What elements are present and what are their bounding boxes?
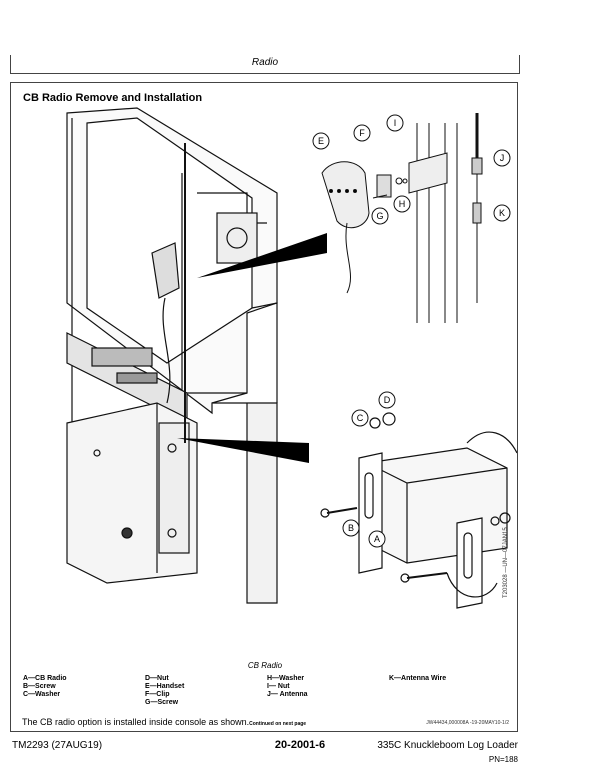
svg-text:E: E (318, 136, 324, 146)
figure-id-code: T203028 —UN—07JAN15 (503, 527, 509, 598)
legend-item: A—CB Radio (23, 675, 67, 682)
footer-manual-id: TM2293 (27AUG19) (12, 740, 103, 751)
svg-text:G: G (376, 211, 383, 221)
section-title: CB Radio Remove and Installation (23, 92, 203, 104)
legend-item: K—Antenna Wire (389, 675, 447, 682)
svg-text:K: K (499, 208, 505, 218)
header-title: Radio (251, 57, 279, 68)
cb-radio-detail (320, 412, 517, 609)
callout-f: F (353, 124, 371, 142)
svg-text:H: H (399, 199, 406, 209)
callout-a: A (368, 530, 386, 548)
footer-machine-name: 335C Knuckleboom Log Loader (377, 740, 518, 751)
legend-col-4: K—Antenna Wire (389, 675, 446, 683)
cb-radio-illustration: E F I J K G H C D B A (66, 107, 517, 609)
callout-d: D (378, 391, 396, 409)
svg-text:D: D (384, 395, 391, 405)
svg-text:J: J (500, 153, 505, 163)
callout-e: E (312, 132, 330, 150)
body-paragraph: The CB radio option is installed inside … (22, 717, 306, 727)
legend-item: F—Clip (145, 691, 170, 698)
callout-b: B (342, 519, 360, 537)
reference-code: JW44434,000008A -19-20MAY10-1/2 (426, 720, 509, 726)
continued-note: Continued on next page (249, 721, 307, 727)
legend-item: J— Antenna (267, 691, 308, 698)
body-text: The CB radio option is installed inside … (22, 717, 250, 727)
pointer-wedge-lower (177, 438, 309, 463)
handset-detail (321, 161, 408, 294)
legend-item: C—Washer (23, 691, 61, 698)
callout-g: G (371, 207, 389, 225)
callout-i: I (386, 114, 404, 132)
legend-item: E—Handset (145, 683, 185, 690)
pointer-wedge-upper (197, 233, 327, 278)
legend-item: I— Nut (267, 683, 290, 690)
figure-caption: CB Radio (247, 661, 283, 670)
legend-item: H—Washer (267, 675, 305, 682)
header-bar: Radio (10, 55, 520, 74)
content-frame: CB Radio Remove and Installation (10, 82, 518, 732)
legend-col-2: D—Nut E—Handset F—Clip G—Screw (145, 675, 184, 707)
callout-c: C (351, 409, 369, 427)
cab-structure (66, 107, 278, 604)
svg-text:I: I (394, 118, 397, 128)
svg-text:F: F (359, 128, 365, 138)
svg-text:C: C (357, 413, 364, 423)
footer-pn: PN=188 (488, 755, 518, 764)
legend-col-1: A—CB Radio B—Screw C—Washer (23, 675, 67, 699)
callout-h: H (393, 195, 411, 213)
legend-item: D—Nut (145, 675, 169, 682)
legend-col-3: H—Washer I— Nut J— Antenna (267, 675, 308, 699)
legend-item: B—Screw (23, 683, 56, 690)
legend-item: G—Screw (145, 699, 179, 706)
callout-j: J (493, 149, 511, 167)
callout-k: K (493, 204, 511, 222)
svg-text:A: A (374, 534, 380, 544)
antenna-mount-detail (408, 113, 483, 323)
footer-page-number: 20-2001-6 (274, 739, 326, 751)
svg-text:B: B (348, 523, 354, 533)
